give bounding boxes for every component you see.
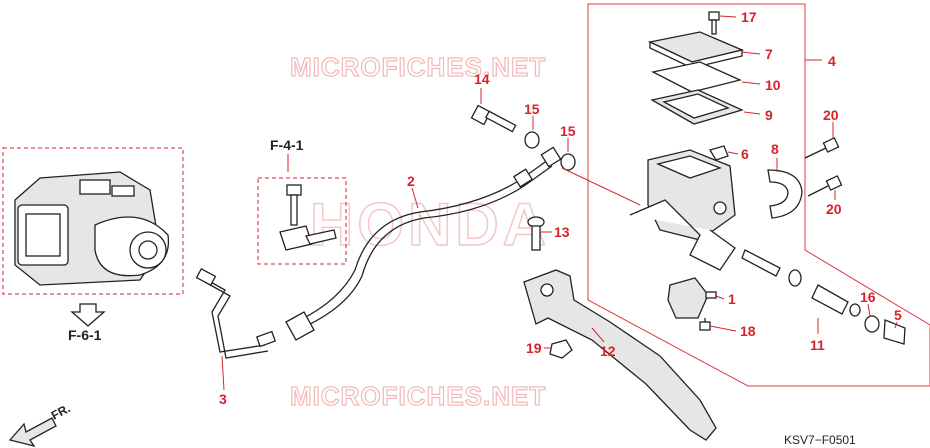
label-17: 17 [741,9,757,25]
leader-7 [741,51,761,55]
leader-5 [894,321,898,329]
bolt-20b[interactable] [807,175,843,197]
leader-10 [741,81,761,85]
pivot-bolt-13[interactable] [527,216,545,251]
watermark-bottom: MICROFICHES.NET [290,381,546,411]
screw-18[interactable] [699,318,711,331]
label-9: 9 [765,107,773,123]
oil-bolt-14[interactable] [470,104,517,133]
label-15a: 15 [524,101,540,117]
label-14: 14 [474,71,490,87]
diagram-code: KSV7−F0501 [784,433,856,447]
label-15b: 15 [560,123,576,139]
f41-detail-box [257,177,347,265]
holder-8[interactable] [767,169,803,219]
leader-3 [221,355,225,391]
label-18: 18 [740,323,756,339]
leader-9 [743,111,761,115]
leader-6 [727,151,739,155]
leader-16 [867,303,871,317]
label-20b: 20 [826,201,842,217]
leader-1 [715,295,725,300]
label-19: 19 [526,340,542,356]
brake-lever-12[interactable] [523,269,717,441]
leader-12 [591,327,605,343]
reservoir-cap-7[interactable] [647,31,745,69]
leader-18 [709,325,737,332]
plate-10[interactable] [651,61,742,93]
abs-unit-box [2,147,184,295]
ref-f-4-1: F-4-1 [270,137,304,153]
part-16[interactable] [864,315,880,333]
washer-15b[interactable] [560,153,576,171]
master-cylinder-body[interactable] [629,149,736,271]
watermark-brand: HONDA [310,191,550,258]
brake-hose-2[interactable] [285,146,562,341]
watermark-top: MICROFICHES.NET [290,52,546,82]
boot-5[interactable] [883,319,906,345]
label-11: 11 [810,337,825,353]
washer-15a[interactable] [524,131,540,149]
leader-17 [719,15,737,18]
switch-1[interactable] [667,277,717,319]
label-2: 2 [407,173,415,189]
down-arrow-icon [70,303,106,327]
screw-17[interactable] [708,11,720,35]
label-1: 1 [728,291,736,307]
f41-bolt-and-joint[interactable] [279,184,337,251]
diaphragm-9[interactable] [650,89,744,125]
nut-19[interactable] [549,339,573,359]
label-16: 16 [860,289,876,305]
part-6[interactable] [709,145,729,161]
leader-2 [411,187,419,209]
label-13: 13 [554,224,570,240]
label-6: 6 [741,146,749,162]
ref-f-6-1: F-6-1 [68,327,102,343]
front-arrow-icon [8,417,57,448]
label-20a: 20 [823,107,839,123]
label-7: 7 [765,46,773,62]
label-8: 8 [771,141,779,157]
bolt-20a[interactable] [804,137,840,159]
master-cylinder-group [587,3,930,387]
label-4: 4 [828,53,836,69]
label-3: 3 [219,391,227,407]
piston-set-11[interactable] [741,249,861,317]
abs-modulator[interactable] [14,171,170,286]
label-5: 5 [894,307,902,323]
label-10: 10 [765,77,781,93]
label-12: 12 [600,343,616,359]
brake-pipe-3[interactable] [195,267,277,359]
leader-cyl-body [561,167,641,206]
